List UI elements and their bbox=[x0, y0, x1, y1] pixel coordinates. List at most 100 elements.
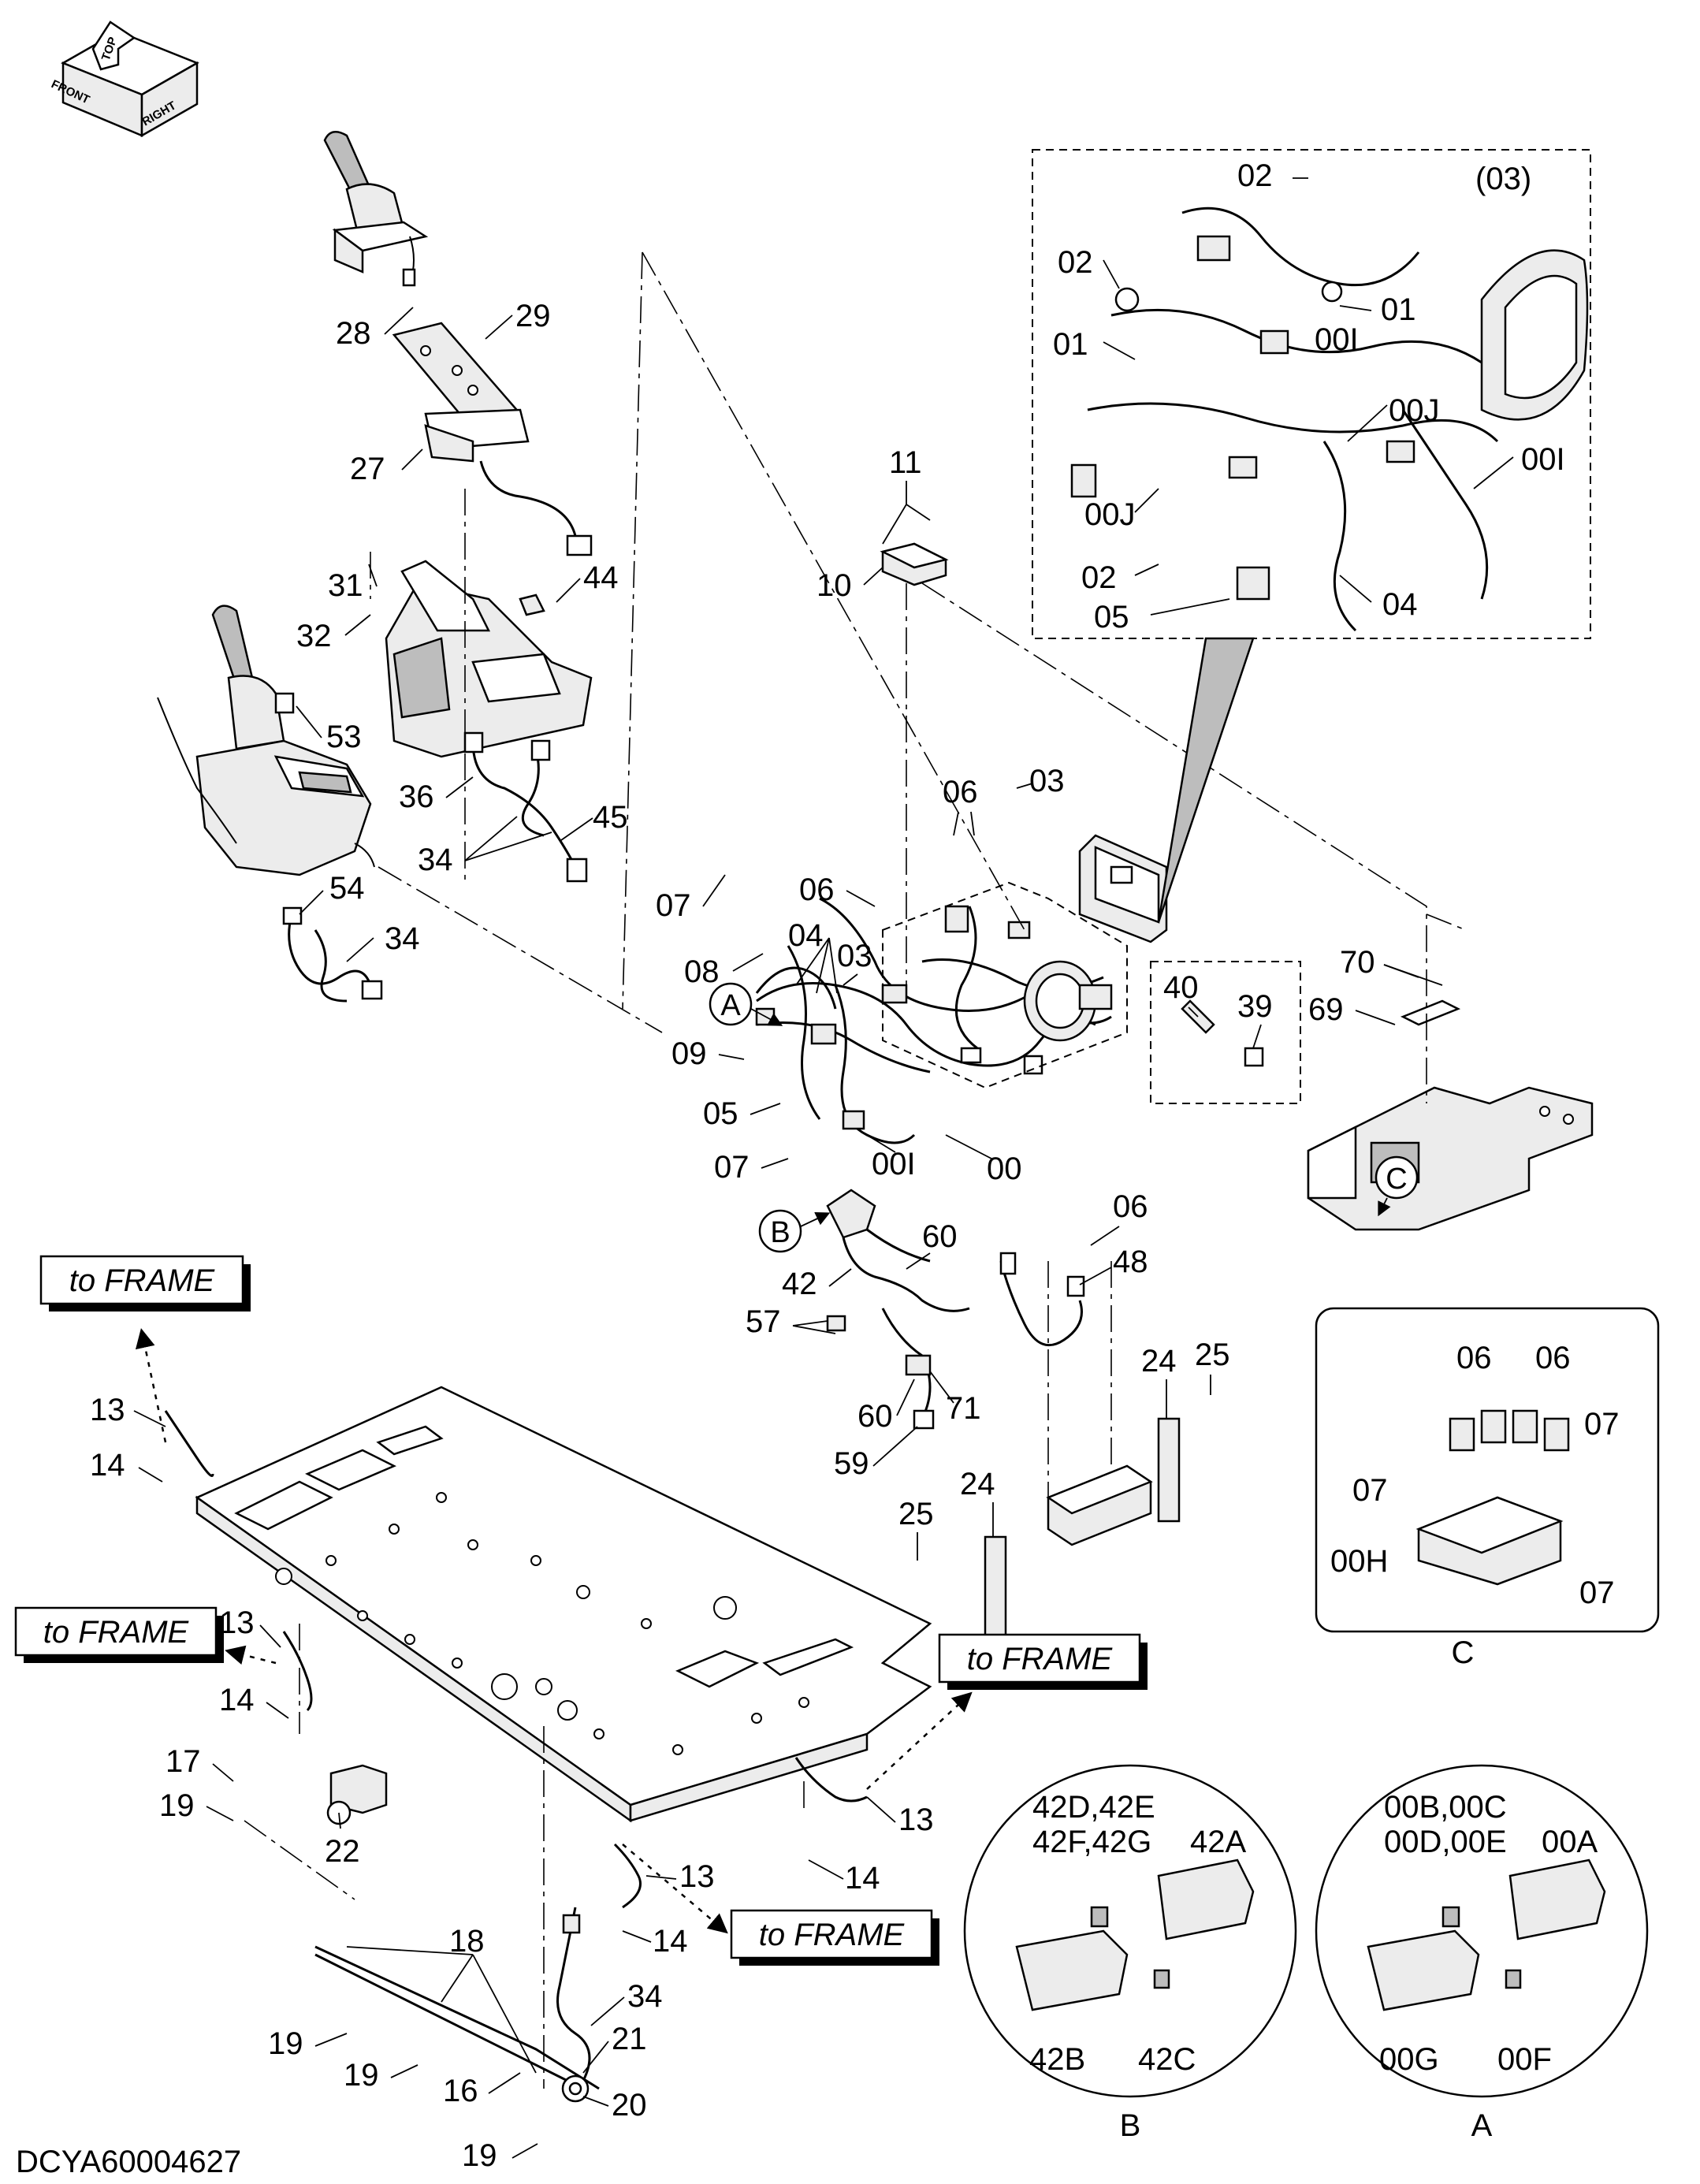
inset-label-04: 04 bbox=[1382, 587, 1418, 622]
inset-label-00ia: 00I bbox=[1315, 322, 1359, 357]
callout-59: 59 bbox=[834, 1446, 869, 1481]
harness-54-34 bbox=[282, 906, 383, 1003]
callout-25a: 25 bbox=[1195, 1338, 1230, 1372]
drawing-id: DCYA60004627 bbox=[16, 2145, 241, 2179]
floor-plate bbox=[195, 1386, 932, 1823]
frame-tag-2: to FRAME bbox=[14, 1606, 277, 1665]
lower-callouts: 13 14 13 14 17 19 22 13 14 13 14 18 34 2… bbox=[90, 1393, 934, 2173]
callout-03b: 03 bbox=[837, 939, 872, 973]
callout-19a: 19 bbox=[159, 1788, 195, 1823]
detail-c-label-06b: 06 bbox=[1535, 1341, 1571, 1375]
frame-tag-1: to FRAME bbox=[39, 1255, 251, 1443]
inset-label-02c: 02 bbox=[1081, 560, 1117, 595]
detail-b-title: B bbox=[1120, 2108, 1141, 2143]
callout-40: 40 bbox=[1163, 970, 1199, 1005]
frame-tag-3: to FRAME bbox=[866, 1633, 1148, 1790]
detail-a-label-3: 00A bbox=[1542, 1825, 1598, 1859]
marker-c-text: C bbox=[1386, 1163, 1407, 1196]
callout-00i: 00I bbox=[872, 1147, 916, 1181]
callout-05: 05 bbox=[703, 1096, 738, 1131]
detail-b-label-1: 42D,42E bbox=[1032, 1790, 1155, 1825]
fuse-box-24 bbox=[984, 1417, 1181, 1641]
inset-label-00ja: 00J bbox=[1389, 393, 1440, 428]
callout-34b: 34 bbox=[385, 921, 420, 956]
inset-label-02a: 02 bbox=[1237, 158, 1273, 193]
inset-label-01b: 01 bbox=[1053, 327, 1088, 362]
detail-box-40-39 bbox=[1150, 961, 1301, 1104]
detail-view-b: B 42D,42E 42F,42G 42A 42B 42C bbox=[963, 1764, 1297, 2143]
callout-57: 57 bbox=[746, 1304, 781, 1339]
main-leaders bbox=[296, 307, 1443, 1561]
callout-11: 11 bbox=[889, 445, 922, 480]
callout-16: 16 bbox=[443, 2074, 478, 2108]
console-box bbox=[385, 560, 593, 883]
inset-detail-box bbox=[1032, 149, 1591, 923]
callout-29: 29 bbox=[515, 299, 551, 333]
callout-13b: 13 bbox=[219, 1605, 255, 1640]
main-harness-00 bbox=[756, 897, 1113, 1075]
callout-08: 08 bbox=[684, 954, 720, 989]
callout-07b: 07 bbox=[714, 1150, 750, 1185]
callout-54: 54 bbox=[329, 871, 365, 906]
detail-view-a: A 00B,00C 00D,00E 00A 00G 00F bbox=[1315, 1764, 1649, 2143]
callout-13d: 13 bbox=[679, 1859, 715, 1894]
callout-19b: 19 bbox=[268, 2026, 303, 2061]
inset-label-05: 05 bbox=[1094, 600, 1129, 634]
callout-03a: 03 bbox=[1029, 764, 1065, 798]
right-control-lever bbox=[323, 130, 429, 287]
detail-a-label-1: 00B,00C bbox=[1384, 1790, 1507, 1825]
marker-a-text: A bbox=[720, 989, 741, 1022]
callout-21: 21 bbox=[612, 2022, 647, 2056]
callout-27: 27 bbox=[350, 452, 385, 486]
callout-31: 31 bbox=[328, 568, 363, 603]
callout-17: 17 bbox=[166, 1744, 201, 1779]
detail-c-title: C bbox=[1452, 1635, 1475, 1670]
lower-leaders bbox=[133, 1410, 896, 2159]
frame-tag-2-text: to FRAME bbox=[43, 1615, 190, 1650]
detail-a-title: A bbox=[1471, 2108, 1493, 2143]
inset-label-00ib: 00I bbox=[1521, 442, 1565, 477]
detail-b-label-4: 42B bbox=[1029, 2042, 1085, 2077]
detail-a-label-4: 00G bbox=[1379, 2042, 1439, 2077]
relay-10 bbox=[880, 542, 949, 586]
callout-04: 04 bbox=[788, 918, 824, 953]
orientation-indicator: TOP FRONT RIGHT bbox=[49, 20, 199, 138]
callout-06a: 06 bbox=[943, 775, 978, 809]
callout-14b: 14 bbox=[219, 1683, 255, 1717]
callout-60a: 60 bbox=[922, 1219, 958, 1254]
callout-69: 69 bbox=[1308, 992, 1344, 1027]
callout-71: 71 bbox=[946, 1391, 981, 1426]
callout-42: 42 bbox=[782, 1267, 817, 1301]
lower-harness bbox=[164, 1410, 868, 2103]
callout-06c: 06 bbox=[1113, 1189, 1148, 1224]
callout-00: 00 bbox=[987, 1152, 1022, 1186]
callout-14d: 14 bbox=[653, 1924, 688, 1959]
callout-20: 20 bbox=[612, 2088, 647, 2123]
callout-32: 32 bbox=[296, 619, 332, 653]
callout-53: 53 bbox=[326, 720, 362, 754]
callout-13c: 13 bbox=[898, 1803, 934, 1837]
switch-panel bbox=[392, 322, 593, 556]
detail-b-label-5: 42C bbox=[1138, 2042, 1196, 2077]
detail-a-label-2: 00D,00E bbox=[1384, 1825, 1507, 1859]
detail-b-label-3: 42A bbox=[1190, 1825, 1246, 1859]
callout-24b: 24 bbox=[960, 1467, 995, 1501]
detail-c-label-07c: 07 bbox=[1579, 1576, 1615, 1610]
callout-10: 10 bbox=[817, 568, 852, 603]
harness-42 bbox=[826, 1189, 1085, 1430]
inset-label-03: (03) bbox=[1475, 162, 1531, 196]
detail-c-label-00h: 00H bbox=[1330, 1544, 1388, 1579]
callout-44: 44 bbox=[583, 560, 619, 595]
detail-box-controller bbox=[882, 881, 1128, 1089]
harness-08-09 bbox=[755, 945, 916, 1144]
detail-c-label-06a: 06 bbox=[1456, 1341, 1492, 1375]
callout-24a: 24 bbox=[1141, 1344, 1177, 1378]
callout-25b: 25 bbox=[898, 1497, 934, 1531]
controller-unit bbox=[1078, 834, 1168, 943]
inset-label-00jb: 00J bbox=[1084, 497, 1136, 532]
callout-07a: 07 bbox=[656, 888, 691, 923]
callout-19c: 19 bbox=[344, 2058, 379, 2093]
left-control-lever bbox=[157, 605, 375, 876]
callout-09: 09 bbox=[671, 1036, 707, 1071]
callout-48: 48 bbox=[1113, 1245, 1148, 1279]
